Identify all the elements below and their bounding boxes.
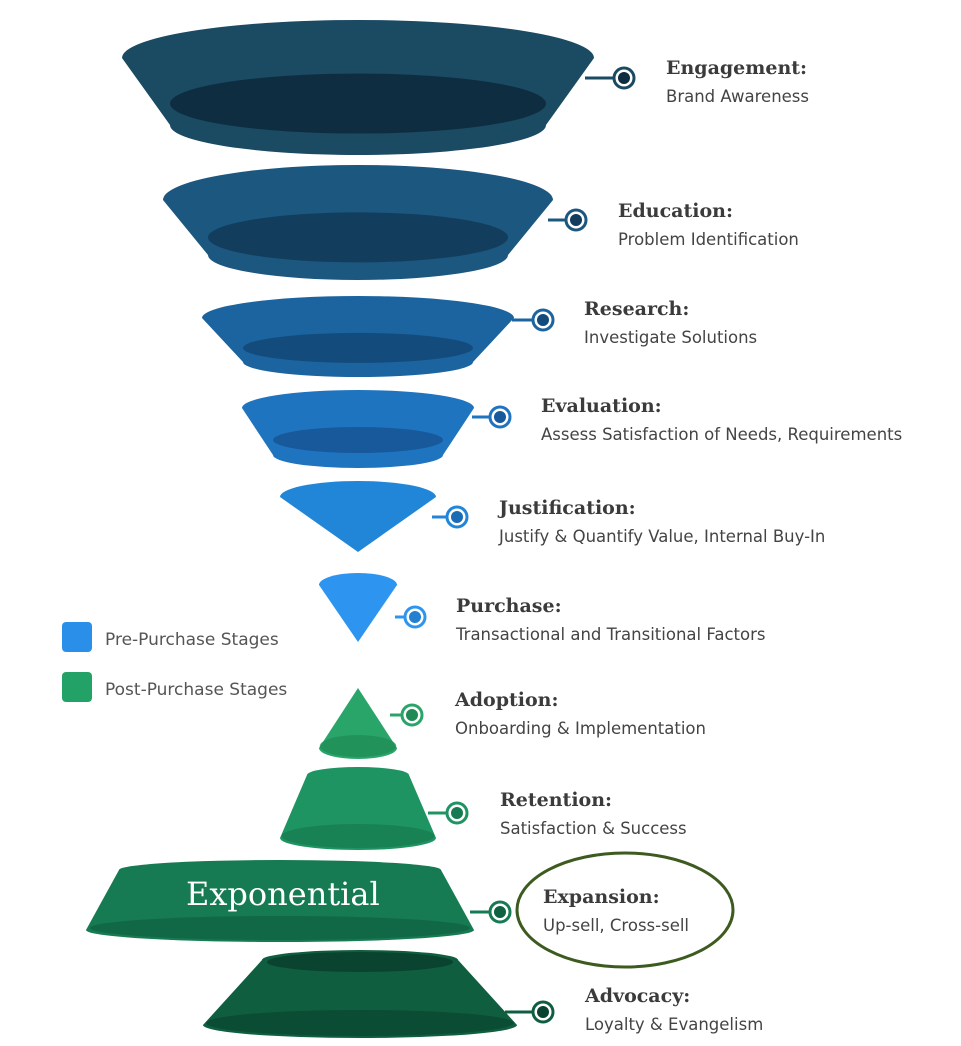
legend-swatch-pre	[62, 622, 92, 652]
stage-shape-justification	[280, 481, 436, 552]
stage-subtitle-purchase: Transactional and Transitional Factors	[455, 625, 765, 644]
connector-dot-center-research	[537, 314, 549, 326]
expansion-highlight-circle	[515, 851, 735, 969]
connector-dot-center-expansion	[494, 906, 506, 918]
stage-subtitle-retention: Satisfaction & Success	[500, 819, 687, 838]
legend-label-pre: Pre-Purchase Stages	[105, 630, 279, 650]
stage-title-retention: Retention:	[500, 789, 612, 811]
stage-base-retention	[281, 824, 435, 848]
stage-title-research: Research:	[584, 298, 689, 320]
stage-subtitle-research: Investigate Solutions	[584, 328, 757, 347]
stage-base-adoption	[319, 735, 397, 757]
stage-subtitle-advocacy: Loyalty & Evangelism	[585, 1015, 763, 1034]
stage-subtitle-evaluation: Assess Satisfaction of Needs, Requiremen…	[541, 425, 902, 444]
connector-dot-center-engagement	[618, 72, 630, 84]
connector-dot-center-adoption	[406, 709, 418, 721]
connector-dot-center-education	[570, 214, 582, 226]
stage-title-evaluation: Evaluation:	[541, 395, 662, 417]
connector-dot-center-justification	[451, 511, 463, 523]
legend-swatch-post	[62, 672, 92, 702]
stage-subtitle-justification: Justify & Quantify Value, Internal Buy-I…	[498, 527, 825, 546]
stage-title-justification: Justification:	[497, 497, 636, 519]
stage-subtitle-education: Problem Identification	[618, 230, 799, 249]
stage-top-advocacy	[266, 952, 454, 972]
connector-dot-center-retention	[451, 807, 463, 819]
stage-inner-research	[243, 332, 473, 363]
stage-inner-engagement	[170, 73, 546, 134]
stage-base-advocacy	[206, 1010, 514, 1036]
stage-inner-education	[208, 212, 508, 263]
stage-inner-evaluation	[273, 426, 443, 453]
stage-title-expansion: Expansion:	[543, 886, 660, 908]
stage-title-purchase: Purchase:	[456, 595, 562, 617]
stage-title-engagement: Engagement:	[666, 57, 807, 79]
connector-dot-center-purchase	[409, 611, 421, 623]
connector-dot-center-evaluation	[494, 411, 506, 423]
stage-subtitle-expansion: Up-sell, Cross-sell	[543, 916, 689, 935]
stage-title-advocacy: Advocacy:	[584, 985, 690, 1007]
legend-label-post: Post-Purchase Stages	[105, 680, 287, 700]
stage-shape-purchase	[319, 573, 397, 642]
stage-base-expansion	[89, 916, 471, 940]
exponential-label: Exponential	[186, 875, 380, 913]
legend: Pre-Purchase Stages Post-Purchase Stages	[62, 622, 287, 702]
connector-dot-center-advocacy	[537, 1006, 549, 1018]
stage-subtitle-adoption: Onboarding & Implementation	[455, 719, 706, 738]
stage-title-education: Education:	[618, 200, 733, 222]
stage-title-adoption: Adoption:	[454, 689, 558, 711]
stage-subtitle-engagement: Brand Awareness	[666, 87, 809, 106]
